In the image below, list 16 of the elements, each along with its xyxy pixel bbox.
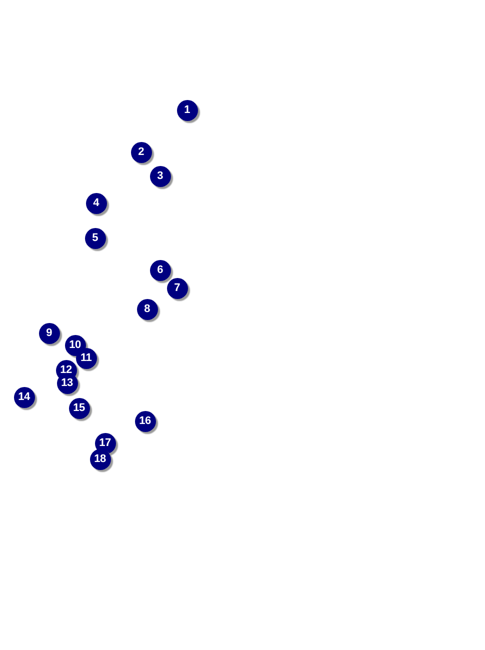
callout-number: 1 xyxy=(176,100,198,120)
callout-number: 8 xyxy=(136,298,158,320)
callout-number: 4 xyxy=(86,192,106,214)
callout-number: 18 xyxy=(90,448,110,470)
callout-number: 17 xyxy=(94,432,116,454)
callout-number: 16 xyxy=(134,410,156,432)
callout-number: 15 xyxy=(68,398,90,418)
callout-number: 14 xyxy=(14,386,34,408)
callout-number: 2 xyxy=(130,142,152,162)
callout-number: 5 xyxy=(84,228,106,248)
callout-number: 3 xyxy=(150,166,170,186)
callout-number: 9 xyxy=(38,322,60,344)
callout-number: 13 xyxy=(56,372,78,394)
callout-number: 6 xyxy=(150,260,170,280)
callout-number: 7 xyxy=(166,278,188,298)
callout-number: 11 xyxy=(76,348,96,368)
